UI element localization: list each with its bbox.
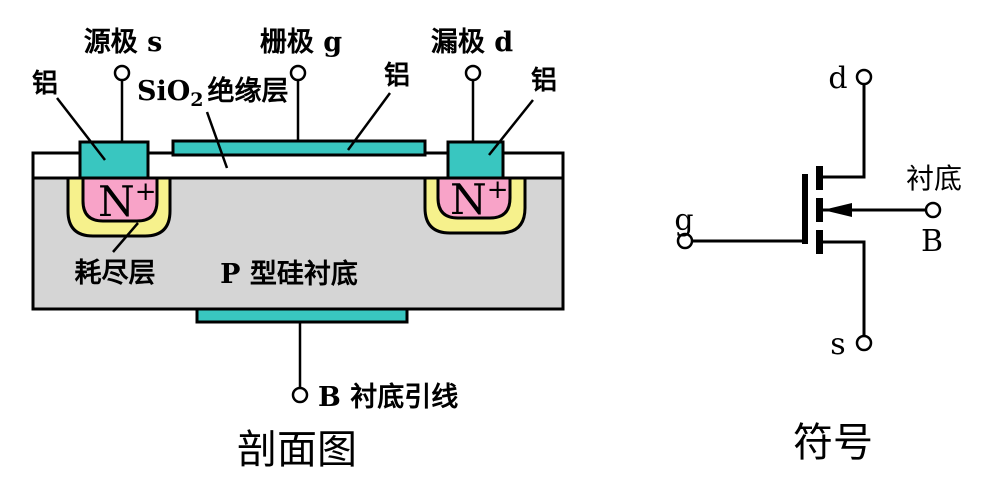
gate-electrode-label: 栅极 g: [260, 27, 342, 58]
sio2-leader-line: [205, 111, 229, 169]
nplus-region-right: [436, 174, 512, 220]
nplus-label-right: N+: [450, 175, 509, 224]
symbol-substrate-name-label: 衬底: [906, 162, 962, 195]
source-metal-contact: [78, 140, 150, 180]
gate-metal: [171, 139, 427, 157]
symbol-channel-segment-middle: [816, 198, 823, 222]
symbol-gate-terminal-circle: [676, 232, 694, 250]
gate-terminal-circle: [289, 64, 307, 82]
symbol-source-connector: [819, 240, 866, 336]
al-left-leader-line: [56, 97, 106, 161]
depletion-leader-line: [112, 222, 139, 253]
symbol-source-terminal-circle: [855, 334, 873, 352]
source-electrode-label: 源极 s: [84, 27, 163, 58]
symbol-gate-label: g: [674, 203, 693, 238]
aluminum-label-middle: 铝: [384, 61, 410, 91]
depletion-layer-label: 耗尽层: [75, 258, 156, 289]
nplus-region-left: [81, 174, 159, 223]
al-middle-leader-line: [346, 92, 392, 151]
symbol-title: 符号: [793, 420, 873, 466]
symbol-drain-label: d: [828, 61, 847, 96]
symbol-body-label: B: [921, 224, 943, 259]
symbol-drain-connector: [819, 84, 866, 179]
cross-section-title: 剖面图: [237, 427, 357, 473]
drain-electrode-label: 漏极 d: [431, 27, 513, 58]
aluminum-label-left: 铝: [32, 69, 58, 99]
symbol-gate-bar: [802, 174, 808, 244]
nplus-label-left: N+: [98, 177, 157, 226]
bottom-metal-contact: [195, 307, 409, 324]
body-terminal-circle: [291, 386, 309, 404]
drain-terminal-circle: [464, 64, 482, 82]
symbol-body-terminal-circle: [924, 201, 942, 219]
symbol-source-label: s: [830, 327, 845, 362]
al-right-leader-line: [488, 99, 534, 156]
symbol-body-arrowhead-icon: [823, 203, 852, 217]
p-substrate-label: P 型硅衬底: [220, 258, 358, 290]
aluminum-label-right: 铝: [531, 66, 557, 96]
source-terminal-circle: [113, 64, 131, 82]
symbol-drain-terminal-circle: [855, 68, 873, 86]
body-lead-label: B 衬底引线: [318, 381, 458, 413]
